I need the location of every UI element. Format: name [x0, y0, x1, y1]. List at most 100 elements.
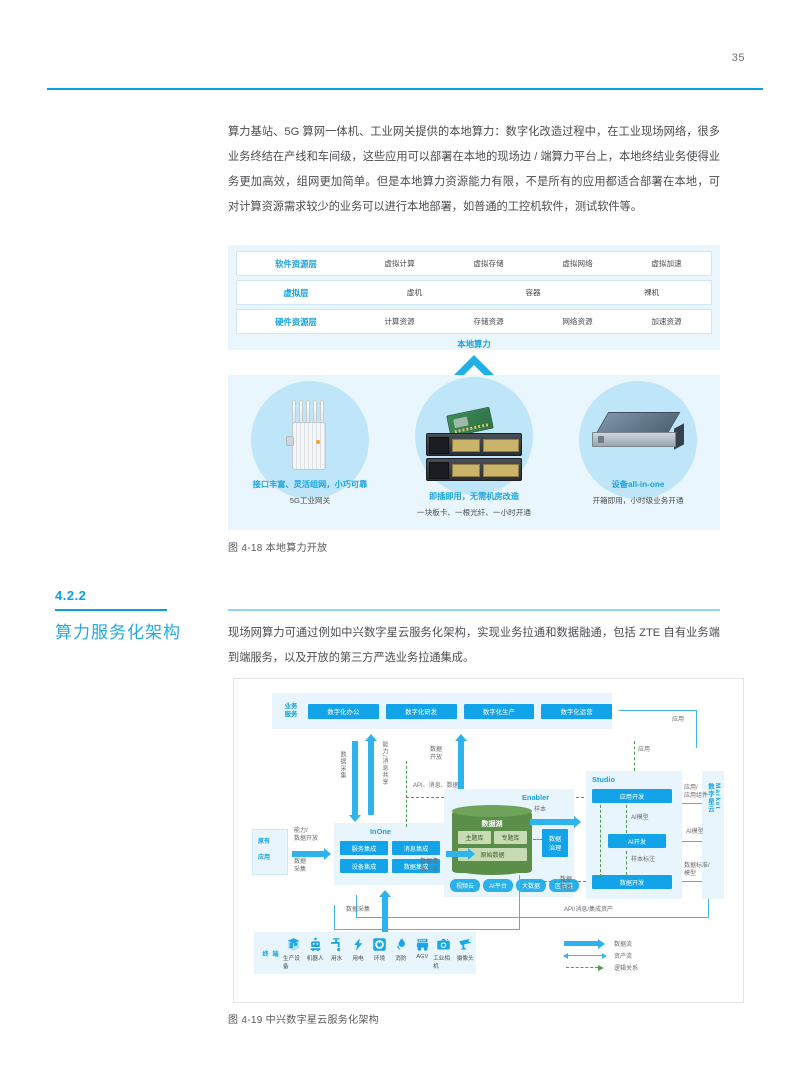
platform-blockchain[interactable]: 区块链	[549, 879, 579, 892]
service-pill[interactable]: 数字化生产	[463, 703, 535, 719]
terminal-item: 环境	[369, 937, 390, 970]
label-app-component-2: 应用组件	[684, 793, 709, 799]
connector-bottom-left-up	[356, 895, 358, 918]
layer-name: 硬件资源层	[275, 316, 317, 327]
layer-row-virtual: 虚拟层 虚机 容器 裸机	[236, 280, 712, 305]
data-lake-title: 数据湖	[481, 821, 503, 828]
cctv-icon	[457, 937, 474, 952]
header-rule	[47, 88, 763, 90]
local-compute-label: 本地算力	[457, 339, 491, 349]
legend-dashed-arrow-icon	[564, 963, 608, 971]
connector-api-bottom	[356, 917, 708, 919]
dashed-studio-app	[634, 741, 635, 771]
label-app-component-1: 应用/	[684, 785, 698, 791]
production-equipment-icon	[285, 937, 302, 952]
label-data-std-2: 模型	[684, 871, 697, 877]
label-clean-2: 洗入湖	[420, 867, 439, 873]
enabler-title: Enabler	[522, 793, 550, 802]
connector-ai-model	[682, 841, 702, 843]
layer-cells: 虚拟计算 虚拟存储 虚拟网络 虚拟加速	[355, 258, 711, 269]
connector-band-right	[619, 710, 697, 712]
layer-row-software: 软件资源层 虚拟计算 虚拟存储 虚拟网络 虚拟加速	[236, 251, 712, 276]
dashed-api-vertical	[406, 761, 407, 827]
dashed-ai-model	[626, 805, 627, 833]
connector-data-collect-bottom	[334, 929, 520, 931]
legend-row: 数据流	[564, 937, 638, 949]
device-card-compute-station: 算力基站 NodeEngine @ BBU	[392, 375, 556, 530]
legacy-app-box	[252, 829, 288, 875]
figure-caption-4-18: 图 4-18 本地算力开放	[228, 543, 328, 554]
label-data-std-1: 数据标准/	[684, 863, 710, 869]
label-capability-open-1: 能力/	[294, 828, 308, 834]
label-data-dev-1: 数据	[560, 877, 573, 883]
terminal-item: 摄像头	[455, 937, 476, 970]
service-pill[interactable]: 数字化运营	[541, 703, 612, 719]
label-data-dev-2: 开发	[560, 885, 573, 891]
connector-data-standard	[682, 881, 702, 883]
arrow-terminals-to-inone	[379, 890, 391, 935]
data-governance-button[interactable]: 数据 治理	[542, 829, 568, 857]
legend-double-arrow-icon	[563, 951, 608, 959]
platform-ai[interactable]: AI平台	[483, 879, 513, 892]
inone-item-message[interactable]: 消息集成	[392, 841, 440, 855]
all-in-one-box-icon	[588, 396, 688, 474]
arrow-data-collect-down	[349, 741, 361, 822]
fire-icon	[392, 937, 409, 952]
studio-ai-dev[interactable]: AI开发	[608, 834, 666, 848]
lake-cell-theme: 主题库	[458, 831, 491, 844]
dashed-lake-datadev	[534, 881, 586, 882]
layer-cell: 虚拟存储	[473, 259, 504, 268]
layer-cell: 容器	[525, 288, 541, 297]
device-caption: 接口丰富、灵活组网，小巧可靠	[252, 480, 368, 489]
robot-icon	[307, 937, 324, 952]
inone-item-device[interactable]: 设备集成	[340, 859, 388, 873]
layer-cell: 加速资源	[651, 317, 682, 326]
service-pill[interactable]: 数字化办公	[308, 703, 379, 719]
legend-row: 资产流	[563, 949, 638, 961]
device-card-gateway: 工业网关 接口丰富、灵活组网，小巧可靠 5G工业网关	[228, 375, 392, 530]
layer-name: 虚拟层	[283, 287, 309, 298]
layer-cells: 计算资源 存储资源 网络资源 加速资源	[355, 316, 711, 327]
legend-label: 数据流	[614, 941, 633, 948]
figure-4-19: 业务 服务 数字化办公 数字化研发 数字化生产 数字化运营 应用 原有 应用 能…	[233, 678, 744, 1003]
platform-video-cloud[interactable]: 视频云	[450, 879, 480, 892]
label-data-collect-bottom: 数据采集	[346, 907, 371, 913]
terminal-item: 消防	[390, 937, 411, 970]
label-capability-open-2: 数据开放	[294, 836, 319, 842]
connector-app-component	[682, 803, 702, 805]
page-number: 35	[731, 52, 745, 64]
terminal-name: 用水	[330, 955, 343, 962]
terminal-name: 环境	[373, 955, 386, 962]
local-compute-stack: 软件资源层 虚拟计算 虚拟存储 虚拟网络 虚拟加速 虚拟层 虚机 容器 裸机 硬…	[228, 245, 720, 350]
label-api-msg-data: API、消息、数据	[412, 783, 460, 791]
inone-item-data[interactable]: 数据集成	[392, 859, 440, 873]
chevron-up-icon	[452, 355, 496, 379]
terminal-item: 生产设备	[283, 937, 304, 970]
label-collect-2: 采集	[294, 867, 307, 873]
agv-cart-icon	[414, 937, 431, 952]
dashed-sample-label	[626, 851, 627, 875]
layer-cell: 虚机	[406, 288, 422, 297]
label-data-open-1: 数据	[430, 747, 443, 753]
device-showcase: 工业网关 接口丰富、灵活组网，小巧可靠 5G工业网关	[228, 375, 720, 530]
inone-item-service[interactable]: 服务集成	[340, 841, 388, 855]
label-app-right: 应用	[672, 717, 685, 723]
label-sample: 样本	[534, 807, 547, 813]
arrow-capability-share-up	[365, 734, 377, 815]
studio-app-dev[interactable]: 应用开发	[592, 789, 672, 803]
device-note: 一块板卡、一根光纤、一小时开通	[417, 508, 531, 517]
terminal-name: 摄像头	[456, 955, 474, 962]
studio-data-dev[interactable]: 数据开发	[592, 875, 672, 889]
terminal-name: 工业相机	[433, 955, 450, 970]
lake-cell-raw: 原始数据	[458, 848, 527, 861]
platform-bigdata[interactable]: 大数据	[516, 879, 546, 892]
terminal-item: 机器人	[304, 937, 325, 970]
studio-title: Studio	[592, 775, 615, 784]
figure-4-18: 软件资源层 虚拟计算 虚拟存储 虚拟网络 虚拟加速 虚拟层 虚机 容器 裸机 硬…	[228, 245, 720, 530]
service-pill[interactable]: 数字化研发	[385, 703, 457, 719]
market-label-cn: 数字星云	[707, 783, 714, 813]
terminal-name: 生产设备	[283, 955, 300, 970]
legend-label: 逻辑关系	[614, 965, 639, 972]
